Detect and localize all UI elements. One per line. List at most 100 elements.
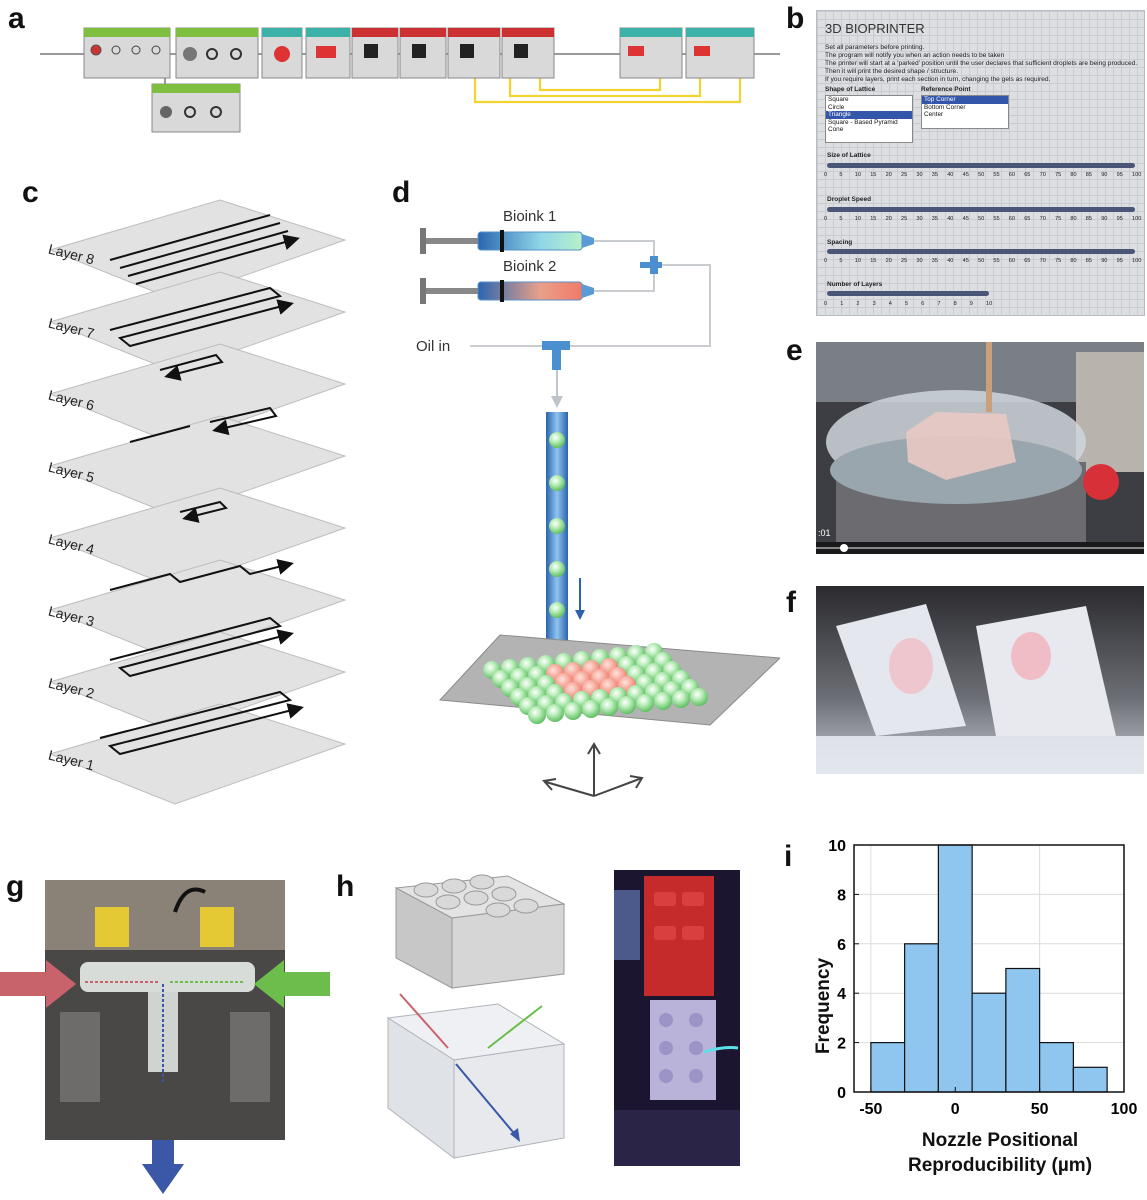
panel-label-a: a	[8, 2, 25, 35]
slider-tick-label: 0	[824, 216, 828, 222]
panel-label-f: f	[786, 586, 796, 619]
slider-tick-label: 15	[870, 172, 877, 178]
panel-g-photo-printhead	[0, 880, 330, 1194]
slider-tick-label: 10	[854, 216, 862, 222]
video-timestamp: :01	[818, 528, 831, 538]
bioink-2-label: Bioink 2	[503, 258, 557, 275]
slider-tick-label: 10	[986, 301, 993, 307]
layers-slider[interactable]	[827, 291, 989, 296]
layer-print-path	[129, 406, 278, 442]
slider-tick-label: 70	[1039, 258, 1046, 264]
panel-label-i: i	[784, 840, 793, 873]
slider-tick-label: 50	[978, 258, 985, 264]
slider-tick-label: 5	[839, 216, 843, 222]
slider-tick-label: 6	[921, 301, 925, 307]
panel-f-photo-gels	[816, 586, 1144, 774]
slider-tick-label: 5	[839, 172, 843, 178]
slider-tick-label: 20	[885, 216, 892, 222]
slider-label: Droplet Speed	[827, 196, 872, 203]
slider-tick-label: 65	[1024, 216, 1031, 222]
slider-tick-label: 75	[1055, 258, 1062, 264]
reference-option-selected[interactable]: Top Corner	[922, 96, 1008, 104]
slider-label: Spacing	[827, 239, 853, 246]
slider-tick-label: 40	[947, 258, 954, 264]
slider-tick-label: 95	[1116, 216, 1123, 222]
x-tick-label: 100	[1111, 1101, 1138, 1118]
slider-tick-label: 8	[953, 301, 957, 307]
slider-tick-label: 85	[1085, 172, 1093, 178]
slider-tick-label: 25	[901, 258, 908, 264]
panel-d-schematic	[420, 228, 780, 797]
panel-a-block-program	[40, 27, 780, 133]
shape-option[interactable]: Cone	[828, 126, 844, 134]
printed-droplet	[528, 706, 546, 724]
slider-tick-label: 0	[824, 301, 828, 307]
slider-tick-label: 5	[905, 301, 909, 307]
slider-tick-label: 10	[854, 172, 862, 178]
slider-tick-label: 80	[1070, 258, 1077, 264]
x-tick-label: 0	[951, 1101, 960, 1118]
slider-tick-label: 9	[969, 301, 973, 307]
slider-tick-label: 30	[916, 216, 923, 222]
printed-droplet	[582, 700, 600, 718]
slider-tick-label: 45	[962, 216, 969, 222]
x-tick-label: -50	[859, 1101, 882, 1118]
shape-listbox[interactable]: Square Circle Triangle Square - Based Py…	[825, 95, 913, 143]
y-tick-label: 0	[837, 1085, 846, 1102]
syringe-bioink-2	[420, 278, 594, 304]
slider-tick-label: 30	[916, 258, 923, 264]
y-tick-label: 2	[837, 1036, 846, 1053]
slider-tick-label: 55	[993, 216, 1000, 222]
layer-print-path	[109, 214, 296, 285]
panel-label-c: c	[22, 176, 39, 209]
slider-tick-label: 35	[931, 172, 939, 178]
panel-label-g: g	[6, 870, 25, 903]
slider-tick-label: 55	[993, 258, 1000, 264]
slider-tick-label: 95	[1116, 172, 1123, 178]
shape-option[interactable]: Square	[828, 96, 849, 103]
shape-option[interactable]: Circle	[828, 103, 845, 111]
reference-option[interactable]: Bottom Corner	[924, 103, 966, 111]
printed-droplet	[636, 694, 654, 712]
slider-tick-label: 15	[870, 216, 877, 222]
slider-tick-label: 100	[1132, 172, 1142, 178]
slider-tick-label: 45	[962, 258, 969, 264]
spacing-slider[interactable]	[827, 249, 1135, 254]
printed-droplet	[546, 704, 564, 722]
shape-option[interactable]: Square - Based Pyramid	[828, 118, 898, 126]
program-block-motor	[175, 27, 259, 79]
speed-slider[interactable]	[827, 207, 1135, 212]
slider-tick-label: 30	[916, 172, 923, 178]
program-block-motor-2	[151, 83, 241, 133]
slider-tick-label: 35	[931, 258, 939, 264]
ui-instructions: Set all parameters before printing. The …	[825, 44, 1143, 84]
slider-tick-label: 40	[947, 216, 954, 222]
syringe-bioink-1	[420, 228, 594, 254]
panel-h-photo-printhead	[614, 870, 740, 1166]
slider-tick-label: 10	[854, 258, 862, 264]
slider-tick-label: 80	[1070, 172, 1077, 178]
reference-label: Reference Point	[921, 86, 971, 93]
blue-arrow-icon	[142, 1140, 184, 1194]
size-slider[interactable]	[827, 163, 1135, 168]
slider-tick-label: 70	[1039, 172, 1046, 178]
slider-tick-label: 70	[1039, 216, 1046, 222]
y-tick-label: 4	[837, 986, 846, 1003]
slider-tick-label: 35	[931, 216, 939, 222]
slider-tick-label: 50	[978, 216, 985, 222]
printed-droplet	[690, 688, 708, 706]
layer-print-path	[109, 616, 294, 678]
reference-option[interactable]: Center	[924, 111, 944, 119]
printed-droplet	[618, 696, 636, 714]
y-tick-label: 10	[828, 838, 846, 855]
slider-tick-label: 90	[1101, 172, 1108, 178]
reference-listbox[interactable]: Top Corner Bottom Corner Center	[921, 95, 1009, 129]
layer-print-path	[99, 690, 304, 756]
slider-tick-label: 75	[1055, 172, 1062, 178]
shape-option-selected[interactable]: Triangle	[826, 111, 912, 119]
printed-droplet	[600, 698, 618, 716]
printed-droplet-block	[483, 643, 708, 724]
instruction-line: Then it will print the desired shape / s…	[825, 68, 959, 75]
slider-tick-label: 65	[1024, 258, 1031, 264]
instruction-line: The printer will start at a 'parked' pos…	[825, 60, 1138, 67]
